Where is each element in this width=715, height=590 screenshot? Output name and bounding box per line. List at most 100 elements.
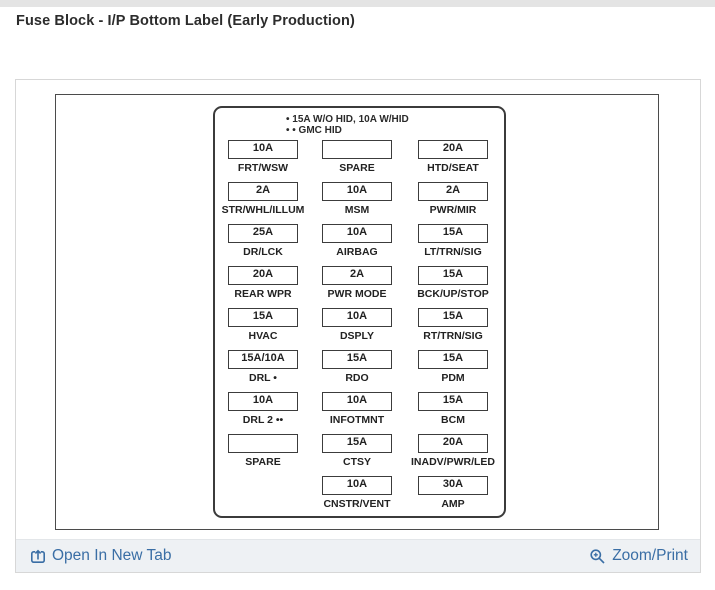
fuse-cell: 2A PWR/MIR — [418, 182, 488, 216]
fuse-box: 15A — [322, 350, 392, 369]
fuse-block-outline: • 15A W/O HID, 10A W/HID • • GMC HID 10A… — [213, 106, 506, 518]
fuse-cell: 20A REAR WPR — [228, 266, 298, 300]
fuse-label: LT/TRN/SIG — [424, 246, 482, 258]
fuse-box: 15A — [228, 308, 298, 327]
zoom-print-label: Zoom/Print — [612, 547, 688, 564]
fuse-box: 15A/10A — [228, 350, 298, 369]
fuse-label: BCM — [441, 414, 465, 426]
zoom-print-link[interactable]: Zoom/Print — [589, 547, 688, 565]
fuse-cell: 15A RDO — [322, 350, 392, 384]
fuse-label: CNSTR/VENT — [323, 498, 391, 510]
fuse-label: DRL 2 •• — [242, 414, 284, 426]
fuse-row: 2A STR/WHL/ILLUM 10A MSM 2A PWR/MIR — [215, 182, 504, 224]
fuse-cell: 20A INADV/PWR/LED — [411, 434, 495, 468]
fuse-box: 15A — [418, 392, 488, 411]
fuse-row: 10A CNSTR/VENT 30A AMP — [215, 476, 504, 518]
top-divider-strip — [0, 0, 715, 7]
fuse-box — [228, 434, 298, 453]
fuse-box: 2A — [322, 266, 392, 285]
fuse-box: 20A — [418, 434, 488, 453]
zoom-magnifier-icon — [589, 548, 606, 565]
fuse-cell: 10A DSPLY — [322, 308, 392, 342]
content-panel: • 15A W/O HID, 10A W/HID • • GMC HID 10A… — [15, 79, 701, 573]
fuse-box: 10A — [228, 392, 298, 411]
fuse-box: 2A — [418, 182, 488, 201]
fuse-cell: 15A BCM — [418, 392, 488, 426]
fuse-label: SPARE — [245, 456, 281, 468]
fuse-label: FRT/WSW — [237, 162, 289, 174]
fuse-label: INADV/PWR/LED — [411, 456, 495, 468]
fuse-box: 10A — [322, 392, 392, 411]
fuse-box: 10A — [228, 140, 298, 159]
fuse-cell: 10A FRT/WSW — [228, 140, 298, 174]
fuse-cell: 10A INFOTMNT — [322, 392, 392, 426]
fuse-cell: 15A/10A DRL • — [228, 350, 298, 384]
fuse-box: 25A — [228, 224, 298, 243]
fuse-cell: 10A CNSTR/VENT — [322, 476, 392, 510]
fuse-label: PWR MODE — [327, 288, 387, 300]
fuse-box: 15A — [322, 434, 392, 453]
fuse-row: 15A/10A DRL • 15A RDO 15A PDM — [215, 350, 504, 392]
fuse-cell: 15A BCK/UP/STOP — [417, 266, 489, 300]
fuse-cell: 15A CTSY — [322, 434, 392, 468]
diagram-notes: • 15A W/O HID, 10A W/HID • • GMC HID — [286, 108, 504, 136]
fuse-label: HVAC — [248, 330, 278, 342]
fuse-cell: 10A MSM — [322, 182, 392, 216]
fuse-label: AIRBAG — [336, 246, 378, 258]
fuse-cell: 15A PDM — [418, 350, 488, 384]
fuse-cell: 25A DR/LCK — [228, 224, 298, 258]
fuse-label: RT/TRN/SIG — [423, 330, 483, 342]
fuse-cell: 10A DRL 2 •• — [228, 392, 298, 426]
fuse-box: 15A — [418, 308, 488, 327]
fuse-box: 10A — [322, 182, 392, 201]
fuse-label: BCK/UP/STOP — [417, 288, 489, 300]
fuse-label: DR/LCK — [243, 246, 283, 258]
fuse-box: 15A — [418, 350, 488, 369]
fuse-cell: SPARE — [228, 434, 298, 468]
fuse-box: 20A — [418, 140, 488, 159]
fuse-row: 10A FRT/WSW SPARE 20A HTD/SEAT — [215, 140, 504, 182]
fuse-row: 10A DRL 2 •• 10A INFOTMNT 15A BCM — [215, 392, 504, 434]
fuse-label: DRL • — [249, 372, 277, 384]
fuse-box: 2A — [228, 182, 298, 201]
fuse-grid: 10A FRT/WSW SPARE 20A HTD/SEAT 2A STR/WHL/ILLU… — [215, 140, 504, 518]
fuse-cell: 2A STR/WHL/ILLUM — [222, 182, 304, 216]
fuse-cell: 10A AIRBAG — [322, 224, 392, 258]
fuse-cell: SPARE — [322, 140, 392, 174]
fuse-box: 15A — [418, 266, 488, 285]
fuse-label: PDM — [441, 372, 465, 384]
fuse-row: 20A REAR WPR 2A PWR MODE 15A BCK/UP/STOP — [215, 266, 504, 308]
fuse-cell: 30A AMP — [418, 476, 488, 510]
fuse-label: STR/WHL/ILLUM — [221, 204, 305, 216]
fuse-cell: 15A LT/TRN/SIG — [418, 224, 488, 258]
note-line: • 15A W/O HID, 10A W/HID — [286, 114, 409, 125]
open-in-new-tab-label: Open In New Tab — [52, 547, 172, 564]
fuse-box — [322, 140, 392, 159]
fuse-label: DSPLY — [339, 330, 375, 342]
fuse-box: 10A — [322, 224, 392, 243]
fuse-label: REAR WPR — [234, 288, 292, 300]
fuse-row: 25A DR/LCK 10A AIRBAG 15A LT/TRN/SIG — [215, 224, 504, 266]
fuse-label: HTD/SEAT — [427, 162, 479, 174]
fuse-cell: 2A PWR MODE — [322, 266, 392, 300]
fuse-box: 10A — [322, 476, 392, 495]
page-title: Fuse Block - I/P Bottom Label (Early Pro… — [16, 13, 355, 29]
fuse-box: 15A — [418, 224, 488, 243]
fuse-label: RDO — [345, 372, 369, 384]
open-in-new-tab-icon — [30, 548, 46, 564]
fuse-box: 20A — [228, 266, 298, 285]
open-in-new-tab-link[interactable]: Open In New Tab — [30, 547, 171, 565]
fuse-label: INFOTMNT — [329, 414, 385, 426]
note-line: • • GMC HID — [286, 125, 342, 136]
fuse-row: 15A HVAC 10A DSPLY 15A RT/TRN/SIG — [215, 308, 504, 350]
fuse-cell: 20A HTD/SEAT — [418, 140, 488, 174]
fuse-label: MSM — [344, 204, 370, 216]
fuse-label: SPARE — [339, 162, 375, 174]
fuse-box: 30A — [418, 476, 488, 495]
fuse-label: CTSY — [342, 456, 371, 468]
fuse-box: 10A — [322, 308, 392, 327]
image-footer-bar: Open In New Tab Zoom/Print — [16, 539, 700, 572]
fuse-label: PWR/MIR — [429, 204, 477, 216]
fuse-cell: 15A HVAC — [228, 308, 298, 342]
fuse-label: AMP — [441, 498, 465, 510]
